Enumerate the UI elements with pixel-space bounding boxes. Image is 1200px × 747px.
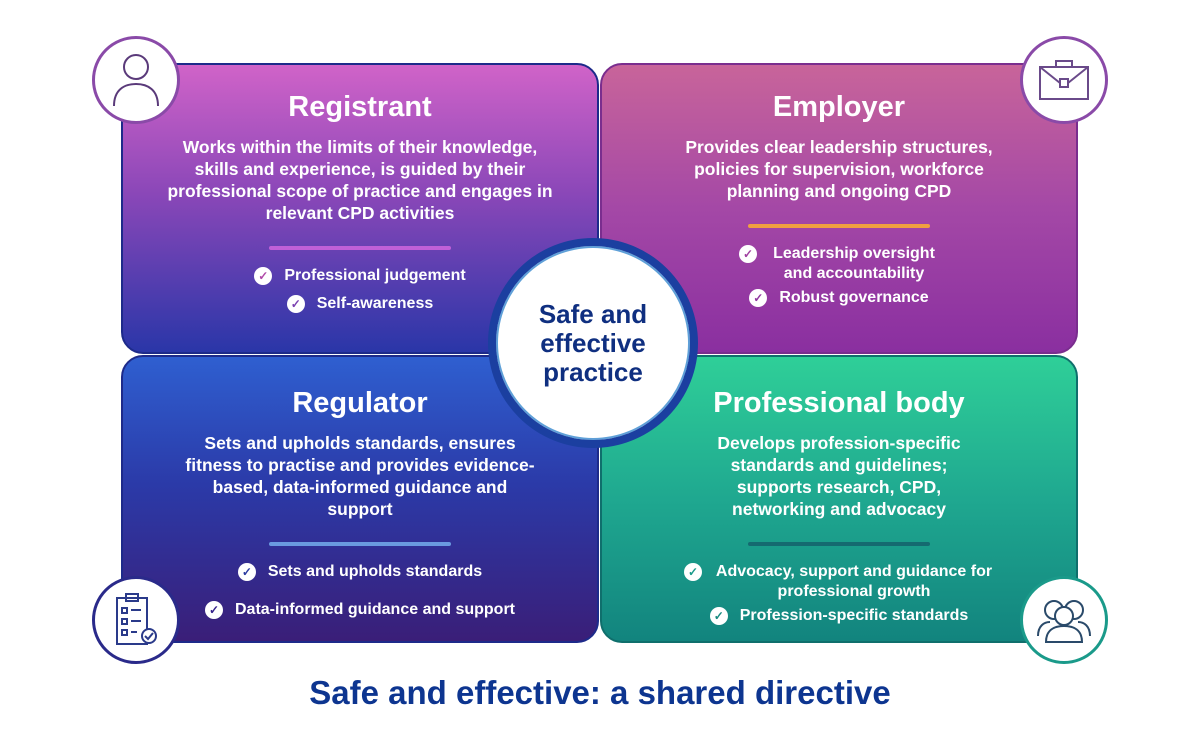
check-icon: ✓ bbox=[254, 267, 273, 285]
list-item: ✓Profession-specific standards bbox=[602, 606, 1076, 626]
card-description: Provides clear leadership structures, po… bbox=[685, 137, 993, 201]
list-item: ✓Advocacy, support and guidance for prof… bbox=[602, 562, 1076, 602]
card-description: Develops profession-specific standards a… bbox=[717, 433, 961, 519]
check-icon: ✓ bbox=[684, 563, 702, 581]
card-description: Works within the limits of their knowled… bbox=[167, 137, 553, 223]
check-icon: ✓ bbox=[739, 245, 757, 263]
center-circle: Safe and effective practice bbox=[488, 238, 698, 448]
check-icon: ✓ bbox=[204, 601, 223, 619]
check-icon: ✓ bbox=[237, 563, 256, 581]
person-icon bbox=[92, 36, 180, 124]
footer-title: Safe and effective: a shared directive bbox=[309, 674, 891, 711]
clipboard-checklist-icon bbox=[92, 576, 180, 664]
card-title: Professional body bbox=[713, 387, 965, 419]
list-item: ✓Professional judgement bbox=[123, 266, 597, 286]
card-title: Regulator bbox=[292, 387, 428, 419]
card-title: Registrant bbox=[288, 91, 432, 123]
list-item: ✓Sets and upholds standards bbox=[123, 562, 597, 582]
divider bbox=[269, 542, 451, 546]
divider bbox=[748, 542, 930, 546]
employer-card: Employer Provides clear leadership struc… bbox=[600, 63, 1078, 354]
card-description: Sets and upholds standards, ensures fitn… bbox=[185, 433, 535, 519]
check-icon: ✓ bbox=[286, 295, 305, 313]
registrant-card: Registrant Works within the limits of th… bbox=[121, 63, 599, 354]
briefcase-icon bbox=[1020, 36, 1108, 124]
group-icon bbox=[1020, 576, 1108, 664]
professional-body-card: Professional body Develops profession-sp… bbox=[600, 355, 1078, 643]
list-item: ✓Self-awareness bbox=[123, 294, 597, 314]
list-item: ✓Leadership oversight and accountability bbox=[602, 244, 1076, 284]
list-item: ✓Robust governance bbox=[602, 288, 1076, 308]
divider bbox=[269, 246, 451, 250]
check-icon: ✓ bbox=[709, 607, 728, 625]
list-item: ✓Data-informed guidance and support bbox=[123, 600, 597, 620]
divider bbox=[748, 224, 930, 228]
card-title: Employer bbox=[772, 91, 906, 123]
check-icon: ✓ bbox=[749, 289, 768, 307]
